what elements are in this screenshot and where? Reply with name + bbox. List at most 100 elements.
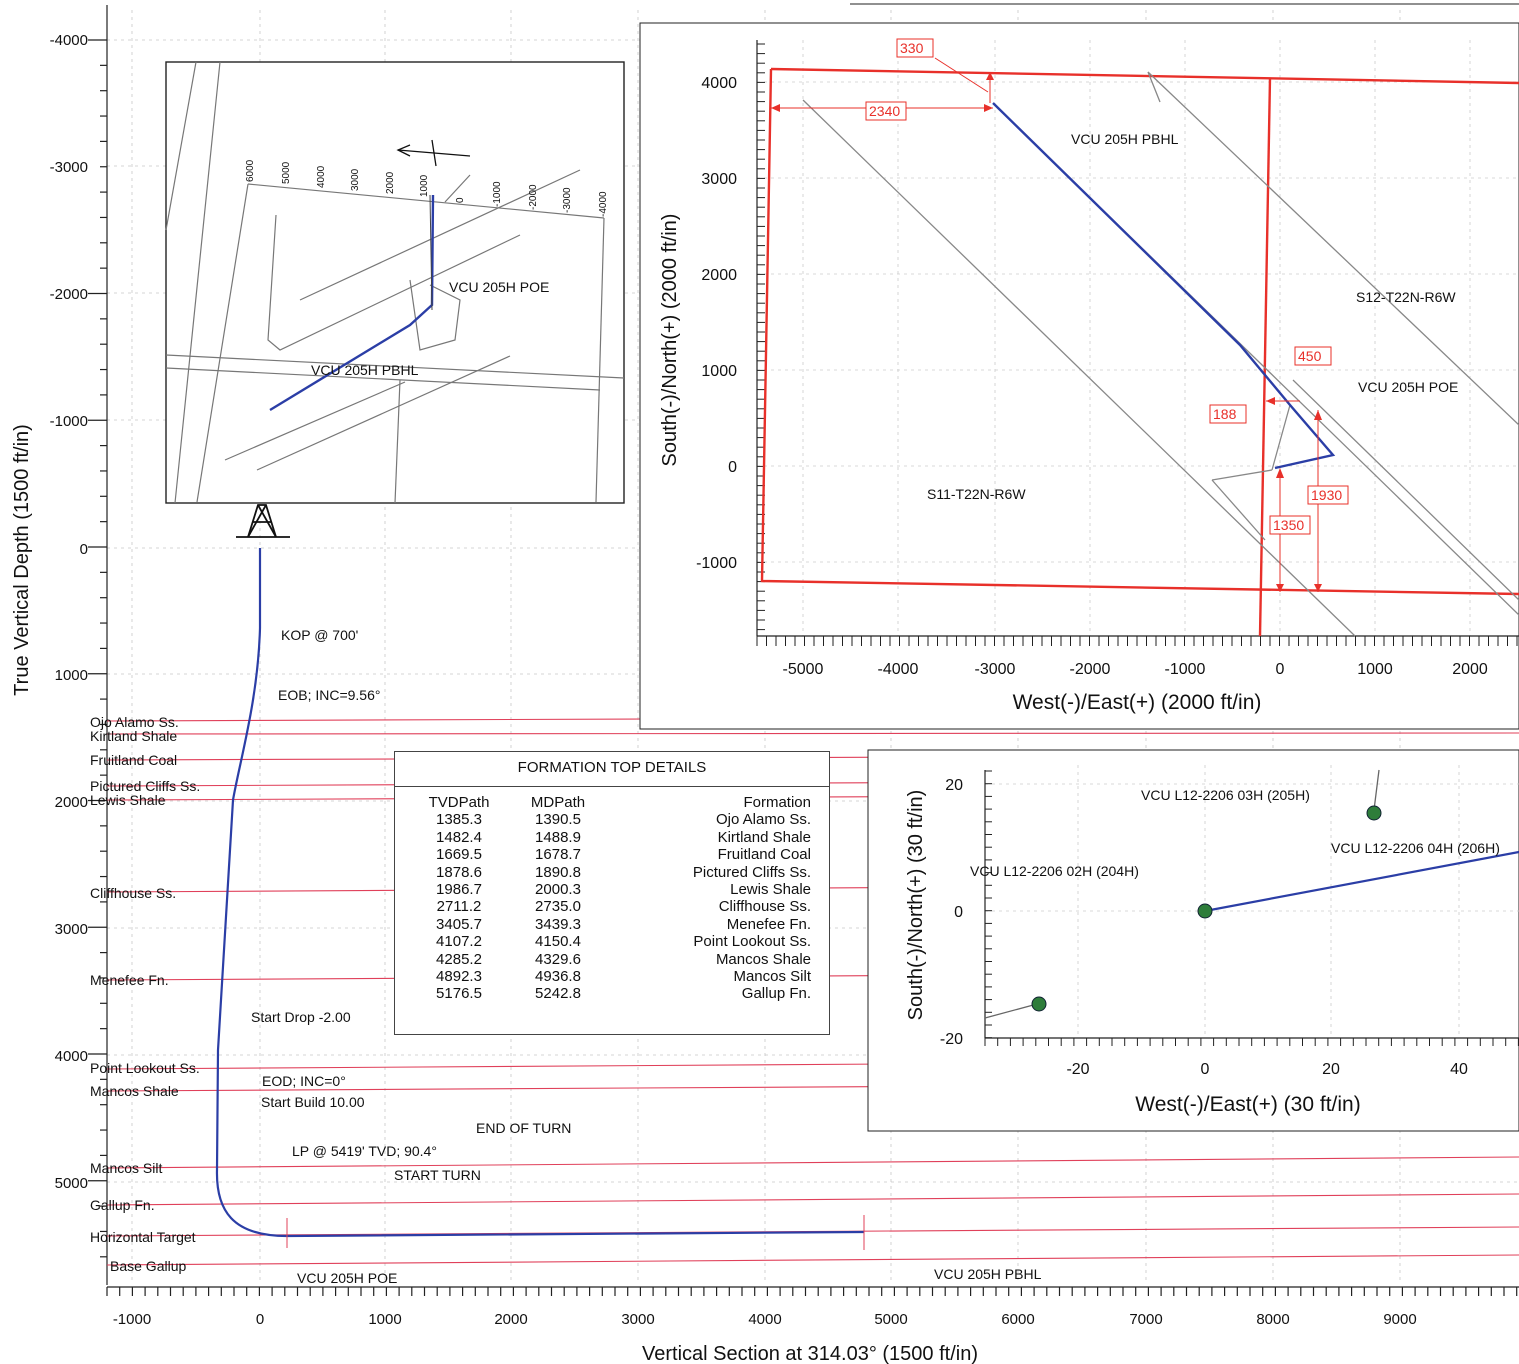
- x-tick-label: 5000: [874, 1311, 907, 1328]
- inset-poe-label: VCU 205H POE: [449, 279, 549, 295]
- plan-y-tick: 0: [728, 459, 737, 476]
- table-row: 4285.2 4329.6 Mancos Shale: [415, 951, 811, 968]
- plan-poe-label: VCU 205H POE: [1358, 379, 1458, 395]
- north-arrow-icon: [396, 139, 471, 167]
- eob-annotation: EOB; INC=9.56°: [278, 687, 380, 703]
- setback-label: 1350: [1273, 517, 1304, 533]
- table-cell: 1890.8: [535, 863, 581, 881]
- kop-annotation: KOP @ 700': [281, 627, 358, 643]
- table-cell: 4285.2: [436, 950, 482, 968]
- y-tick-label: -3000: [50, 159, 88, 176]
- wellpath-annotations: KOP @ 700' EOB; INC=9.56° Start Drop -2.…: [251, 627, 1042, 1286]
- formation-label: Cliffhouse Ss.: [90, 885, 176, 901]
- table-cell: 3405.7: [436, 915, 482, 933]
- table-header: TVDPath: [428, 794, 490, 811]
- detail-y-tick: 0: [954, 904, 963, 921]
- table-cell: 1482.4: [436, 828, 482, 846]
- plan-y-tick: 1000: [701, 363, 737, 380]
- start-turn-annotation: START TURN: [394, 1167, 481, 1183]
- table-cell: 4892.3: [436, 968, 482, 986]
- plan-wellpath: [992, 102, 1336, 470]
- table-cell: 4329.6: [535, 950, 581, 968]
- inset-map: 6000 5000 4000 3000 2000 1000 0 -1000 -2…: [165, 61, 625, 504]
- setback-label: 330: [900, 40, 924, 56]
- end-of-turn-annotation: END OF TURN: [476, 1120, 571, 1136]
- formation-label: Gallup Fn.: [90, 1197, 155, 1213]
- y-tick-label: 3000: [55, 921, 88, 938]
- wellpath-vertical-section: [215, 548, 865, 1238]
- inset-tick: 4000: [316, 165, 327, 188]
- table-cell: Lewis Shale: [730, 881, 811, 899]
- table-cell: 4107.2: [436, 933, 482, 951]
- x-tick-label: -1000: [113, 1311, 151, 1328]
- table-cell: 1390.5: [535, 811, 581, 829]
- table-cell: 5176.5: [436, 985, 482, 1003]
- table-cell: 1878.6: [436, 863, 482, 881]
- x-tick-label: 0: [256, 1311, 264, 1328]
- plan-x-tick: -4000: [878, 661, 919, 678]
- detail-x-tick: 20: [1322, 1061, 1340, 1078]
- main-x-axis: [106, 1286, 1519, 1296]
- formation-top-table: FORMATION TOP DETAILS TVDPath MDPath For…: [394, 751, 830, 1035]
- well-dot: [1031, 996, 1047, 1012]
- formation-label: Mancos Silt: [90, 1160, 162, 1176]
- table-row: 4107.2 4150.4 Point Lookout Ss.: [415, 933, 811, 950]
- plan-s12-label: S12-T22N-R6W: [1356, 289, 1456, 305]
- table-divider: [395, 786, 829, 787]
- x-tick-label: 9000: [1383, 1311, 1416, 1328]
- setback-label: 450: [1298, 348, 1322, 364]
- table-header: MDPath: [530, 794, 586, 811]
- table-cell: Menefee Fn.: [726, 915, 811, 933]
- plan-y-tick: 4000: [701, 75, 737, 92]
- inset-tick: 2000: [385, 171, 396, 194]
- main-y-axis: [88, 5, 108, 1285]
- table-cell: Cliffhouse Ss.: [718, 898, 811, 916]
- detail-wellpath: [1204, 850, 1519, 913]
- table-cell: Mancos Silt: [733, 968, 811, 986]
- y-tick-label: -1000: [50, 413, 88, 430]
- table-row: 1878.6 1890.8 Pictured Cliffs Ss.: [415, 864, 811, 881]
- setback-label: 2340: [869, 103, 900, 119]
- table-cell: 2000.3: [535, 881, 581, 899]
- start-drop-annotation: Start Drop -2.00: [251, 1009, 351, 1025]
- table-cell: 4150.4: [535, 933, 581, 951]
- detail-x-tick: 0: [1201, 1061, 1210, 1078]
- formation-label: Mancos Shale: [90, 1083, 179, 1099]
- x-tick-label: 7000: [1129, 1311, 1162, 1328]
- detail-x-tick: 40: [1450, 1061, 1468, 1078]
- x-tick-label: 1000: [368, 1311, 401, 1328]
- main-y-axis-label: True Vertical Depth (1500 ft/in): [11, 424, 33, 696]
- formation-label: Base Gallup: [110, 1258, 186, 1274]
- x-tick-label: 3000: [621, 1311, 654, 1328]
- plan-y-axis-label: South(-)/North(+) (2000 ft/in): [659, 214, 681, 467]
- formation-labels: Ojo Alamo Ss. Kirtland Shale Fruitland C…: [90, 714, 200, 1274]
- pbhl-bottom-label: VCU 205H PBHL: [934, 1266, 1042, 1282]
- table-cell: 1488.9: [535, 828, 581, 846]
- table-cell: Point Lookout Ss.: [693, 933, 811, 951]
- well-dot: [1197, 903, 1213, 919]
- y-tick-label: 4000: [55, 1048, 88, 1065]
- formation-label: Pictured Cliffs Ss.: [90, 778, 200, 794]
- plan-x-tick: 0: [1276, 661, 1285, 678]
- plan-view: 4000 3000 2000 1000 0 -1000 -5000 -4000 …: [639, 3, 1519, 730]
- setback-label: 188: [1213, 406, 1237, 422]
- table-cell: 2711.2: [436, 898, 482, 916]
- table-cell: Pictured Cliffs Ss.: [692, 863, 811, 881]
- inset-wellpath: [269, 194, 435, 412]
- y-tick-label: -4000: [50, 32, 88, 49]
- formation-label: Point Lookout Ss.: [90, 1060, 200, 1076]
- plan-y-tick: 2000: [701, 267, 737, 284]
- table-cell: Mancos Shale: [715, 950, 811, 968]
- lp-annotation: LP @ 5419' TVD; 90.4°: [292, 1143, 437, 1159]
- formation-table-title: FORMATION TOP DETAILS: [517, 759, 707, 776]
- y-tick-label: 0: [80, 541, 88, 558]
- main-x-axis-label: Vertical Section at 314.03° (1500 ft/in): [642, 1343, 978, 1364]
- detail-y-axis-label: South(-)/North(+) (30 ft/in): [905, 790, 927, 1021]
- y-tick-label: 2000: [55, 794, 88, 811]
